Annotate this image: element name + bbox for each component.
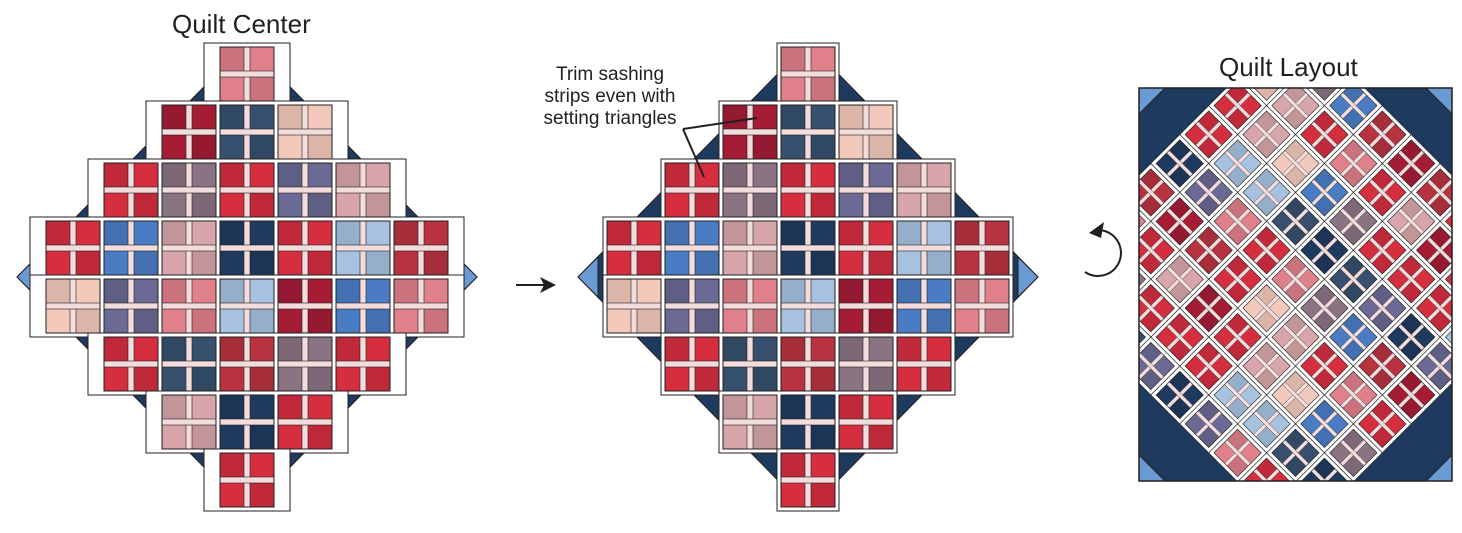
quilt-block	[897, 163, 951, 217]
quilt-block	[839, 163, 893, 217]
quilt-block	[278, 221, 332, 275]
quilt-block	[104, 337, 158, 391]
quilt-block	[278, 279, 332, 333]
quilt-block	[104, 279, 158, 333]
quilt-block	[723, 395, 777, 449]
quilt-block	[278, 337, 332, 391]
quilt-block	[723, 163, 777, 217]
quilt-center-panel	[17, 43, 477, 511]
quilt-block	[781, 395, 835, 449]
quilt-block	[278, 395, 332, 449]
quilt-block	[162, 105, 216, 159]
quilt-layout-title: Quilt Layout	[1219, 52, 1358, 83]
quilt-block	[278, 163, 332, 217]
quilt-block	[607, 221, 661, 275]
quilt-block	[781, 279, 835, 333]
quilt-block	[955, 279, 1009, 333]
quilt-block	[1069, 285, 1116, 332]
quilt-block	[220, 453, 274, 507]
quilt-block	[220, 221, 274, 275]
quilt-block	[665, 279, 719, 333]
quilt-block	[665, 163, 719, 217]
quilt-block	[723, 279, 777, 333]
quilt-block	[897, 279, 951, 333]
layout-sashing	[1035, 250, 1093, 308]
quilt-block	[665, 337, 719, 391]
quilt-block	[781, 337, 835, 391]
quilt-block	[781, 163, 835, 217]
quilt-block	[955, 221, 1009, 275]
quilt-block	[607, 279, 661, 333]
quilt-block	[781, 105, 835, 159]
quilt-block	[162, 395, 216, 449]
quilt-block	[665, 221, 719, 275]
quilt-block	[220, 105, 274, 159]
quilt-block	[1272, 487, 1319, 533]
quilt-block	[220, 279, 274, 333]
corner-triangle	[1018, 257, 1038, 297]
quilt-block	[723, 221, 777, 275]
trim-sashing-callout: Trim sashing strips even with setting tr…	[540, 64, 680, 130]
quilt-block	[839, 279, 893, 333]
quilt-block	[839, 395, 893, 449]
quilt-block	[278, 105, 332, 159]
quilt-block	[1040, 256, 1087, 303]
quilt-block	[104, 221, 158, 275]
quilt-block	[781, 221, 835, 275]
quilt-block	[162, 163, 216, 217]
quilt-block	[839, 105, 893, 159]
quilt-block	[220, 163, 274, 217]
quilt-block	[336, 163, 390, 217]
quilt-block	[46, 279, 100, 333]
quilt-block	[897, 221, 951, 275]
quilt-block	[220, 337, 274, 391]
quilt-block	[104, 163, 158, 217]
rotate-counterclockwise-icon	[1085, 222, 1121, 276]
quilt-block	[723, 337, 777, 391]
layout-sashing	[1064, 279, 1122, 337]
quilt-center-title: Quilt Center	[172, 9, 311, 40]
quilt-block	[394, 221, 448, 275]
quilt-block	[394, 279, 448, 333]
quilt-block	[46, 221, 100, 275]
quilt-block	[781, 47, 835, 101]
layout-sashing	[1267, 482, 1325, 533]
quilt-block	[897, 337, 951, 391]
quilt-block	[162, 279, 216, 333]
quilt-block	[723, 105, 777, 159]
corner-triangle	[578, 257, 598, 297]
quilt-block	[220, 47, 274, 101]
quilt-block	[336, 221, 390, 275]
quilt-block	[839, 337, 893, 391]
quilt-block	[839, 221, 893, 275]
quilt-block	[781, 453, 835, 507]
quilt-block	[162, 337, 216, 391]
quilt-block	[336, 337, 390, 391]
quilt-block	[220, 395, 274, 449]
quilt-block	[336, 279, 390, 333]
quilt-block	[162, 221, 216, 275]
right-arrow-icon	[516, 277, 556, 293]
